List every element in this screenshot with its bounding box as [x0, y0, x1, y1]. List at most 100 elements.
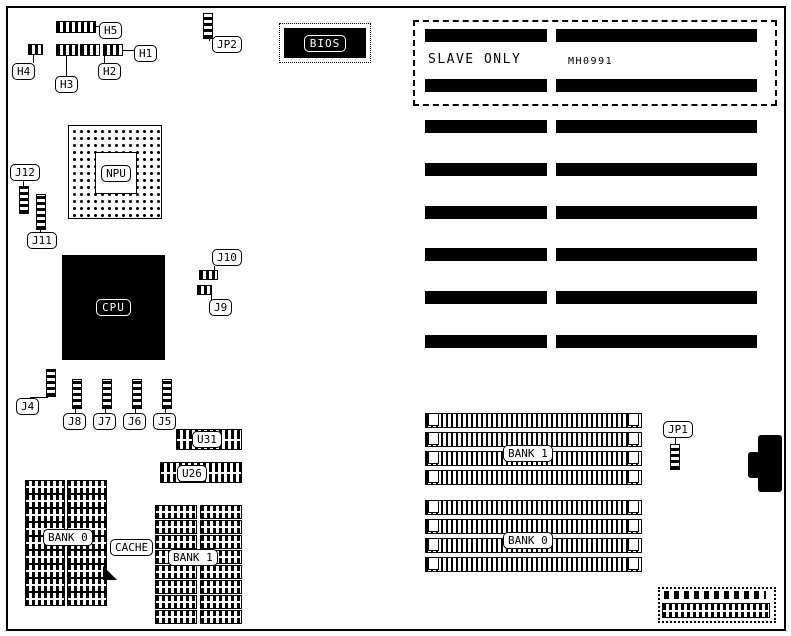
leader-line [66, 55, 67, 76]
sram-chip [25, 550, 65, 564]
simm-socket [425, 557, 642, 572]
jumper-block-j12 [19, 186, 29, 214]
slave-only-text: SLAVE ONLY [428, 52, 522, 67]
bios-chip: BIOS [279, 23, 371, 63]
sram-chip [25, 480, 65, 494]
label-cache-bank0: BANK 0 [43, 529, 93, 546]
sram-chip [25, 592, 65, 606]
leader-line [40, 229, 41, 233]
jumper-block-h5 [56, 21, 96, 33]
isa-slot-3-right [556, 120, 757, 133]
sram-chip [200, 535, 242, 549]
isa-slot-5-right [556, 206, 757, 219]
label-j12: J12 [10, 164, 40, 181]
simm-socket [425, 413, 642, 428]
label-h4: H4 [12, 63, 36, 80]
label-simm-bank0: BANK 0 [503, 532, 553, 549]
leader-line [165, 407, 166, 413]
leader-line [122, 50, 134, 51]
sram-chip [25, 564, 65, 578]
label-h1: H1 [134, 45, 158, 62]
label-jp2: JP2 [212, 36, 242, 53]
npu-core: NPU [95, 152, 137, 194]
label-h5: H5 [99, 22, 123, 39]
isa-slot-6-right [556, 248, 757, 261]
label-cpu: CPU [96, 299, 131, 316]
sram-chip [155, 520, 197, 534]
jumper-block-j11 [36, 194, 46, 230]
label-cache-bank1: BANK 1 [168, 549, 218, 566]
isa-slot-8-right [556, 335, 757, 348]
label-bios: BIOS [303, 34, 347, 52]
leader-line [214, 266, 215, 271]
sram-chip [25, 494, 65, 508]
isa-slot-7-right [556, 291, 757, 304]
part-number-text: MH0991 [568, 56, 614, 67]
leader-line [30, 397, 48, 398]
sram-chip [67, 578, 107, 592]
label-j9: J9 [209, 299, 233, 316]
jumper-block-j9 [197, 285, 212, 295]
simm-socket [425, 470, 642, 485]
label-u26: U26 [177, 465, 207, 482]
sram-chip [155, 595, 197, 609]
label-u31: U31 [192, 431, 222, 448]
leader-line [105, 407, 106, 413]
isa-slot-2-right [556, 79, 757, 92]
isa-slot-7-left [425, 291, 547, 304]
jumper-block-j5 [162, 379, 172, 409]
sram-chip [25, 578, 65, 592]
slave-only-box [413, 20, 777, 106]
sram-chip [155, 580, 197, 594]
label-simm-bank1: BANK 1 [503, 445, 553, 462]
label-h3: H3 [55, 76, 79, 93]
sram-chip [25, 508, 65, 522]
leader-line [209, 37, 210, 41]
label-cache: CACHE [110, 539, 154, 556]
leader-line [135, 407, 136, 413]
label-npu: NPU [101, 164, 131, 182]
jumper-block-j8 [72, 379, 82, 409]
sram-chip [67, 508, 107, 522]
jumper-block-h2 [80, 44, 100, 56]
power-connector-outline [658, 587, 776, 623]
sram-chip [67, 494, 107, 508]
jumper-block-h3 [56, 44, 78, 56]
leader-line [93, 26, 100, 27]
jumper-block-h1 [103, 44, 123, 56]
keyboard-connector [758, 435, 782, 492]
npu-socket: NPU [68, 125, 162, 219]
sram-chip [200, 505, 242, 519]
power-connector-body [662, 603, 770, 618]
isa-slot-1-right [556, 29, 757, 42]
isa-slot-8-left [425, 335, 547, 348]
label-j8: J8 [63, 413, 87, 430]
isa-slot-4-left [425, 163, 547, 176]
orientation-mark [103, 566, 117, 580]
label-j7: J7 [93, 413, 117, 430]
jumper-block-j6 [132, 379, 142, 409]
sram-chip [155, 610, 197, 624]
sram-chip [67, 550, 107, 564]
label-j11: J11 [27, 232, 57, 249]
isa-slot-2-left [425, 79, 547, 92]
sram-chip [67, 480, 107, 494]
isa-slot-6-left [425, 248, 547, 261]
isa-slot-3-left [425, 120, 547, 133]
sram-chip [155, 535, 197, 549]
sram-chip [155, 505, 197, 519]
cpu-chip: CPU [62, 255, 165, 360]
label-j10: J10 [212, 249, 242, 266]
sram-chip [200, 565, 242, 579]
sram-chip [200, 580, 242, 594]
sram-chip [200, 610, 242, 624]
label-j4: J4 [16, 398, 40, 415]
isa-slot-4-right [556, 163, 757, 176]
jumper-block-j10 [199, 270, 218, 280]
leader-line [211, 293, 212, 300]
label-jp1: JP1 [663, 421, 693, 438]
simm-socket [425, 500, 642, 515]
sram-chip [67, 592, 107, 606]
leader-line [33, 54, 34, 63]
